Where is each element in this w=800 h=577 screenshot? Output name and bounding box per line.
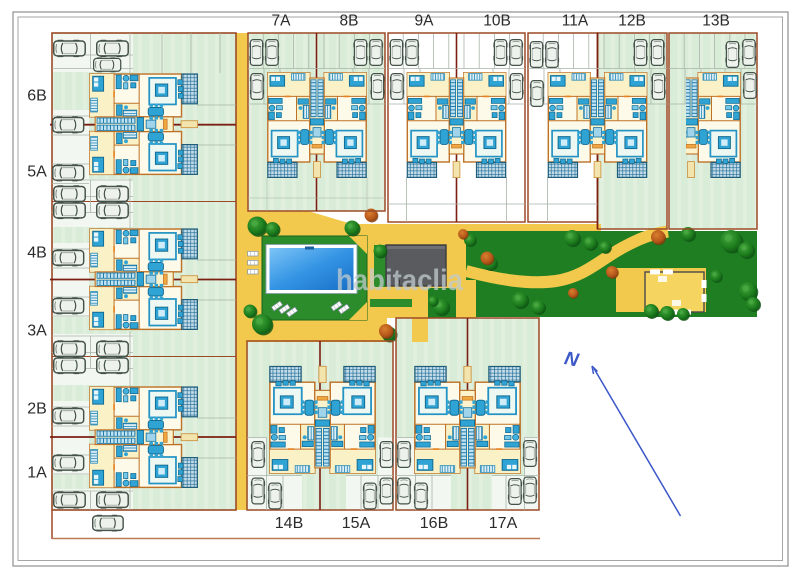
svg-text:9A: 9A [415, 13, 435, 30]
svg-text:4B: 4B [27, 245, 47, 262]
svg-text:8B: 8B [340, 13, 359, 30]
svg-text:habitaclia: habitaclia [336, 264, 463, 297]
svg-text:5A: 5A [27, 164, 47, 181]
svg-text:6B: 6B [27, 88, 47, 105]
svg-text:2B: 2B [27, 401, 47, 418]
svg-text:10B: 10B [483, 13, 511, 30]
svg-text:1A: 1A [27, 465, 47, 482]
svg-text:N: N [562, 348, 581, 372]
svg-text:14B: 14B [275, 515, 303, 532]
svg-text:12B: 12B [618, 13, 646, 30]
svg-text:7A: 7A [272, 13, 292, 30]
svg-text:15A: 15A [342, 515, 371, 532]
svg-text:13B: 13B [702, 13, 730, 30]
svg-text:11A: 11A [562, 13, 589, 30]
svg-text:16B: 16B [420, 515, 448, 532]
svg-text:3A: 3A [27, 323, 47, 340]
svg-text:17A: 17A [489, 515, 518, 532]
